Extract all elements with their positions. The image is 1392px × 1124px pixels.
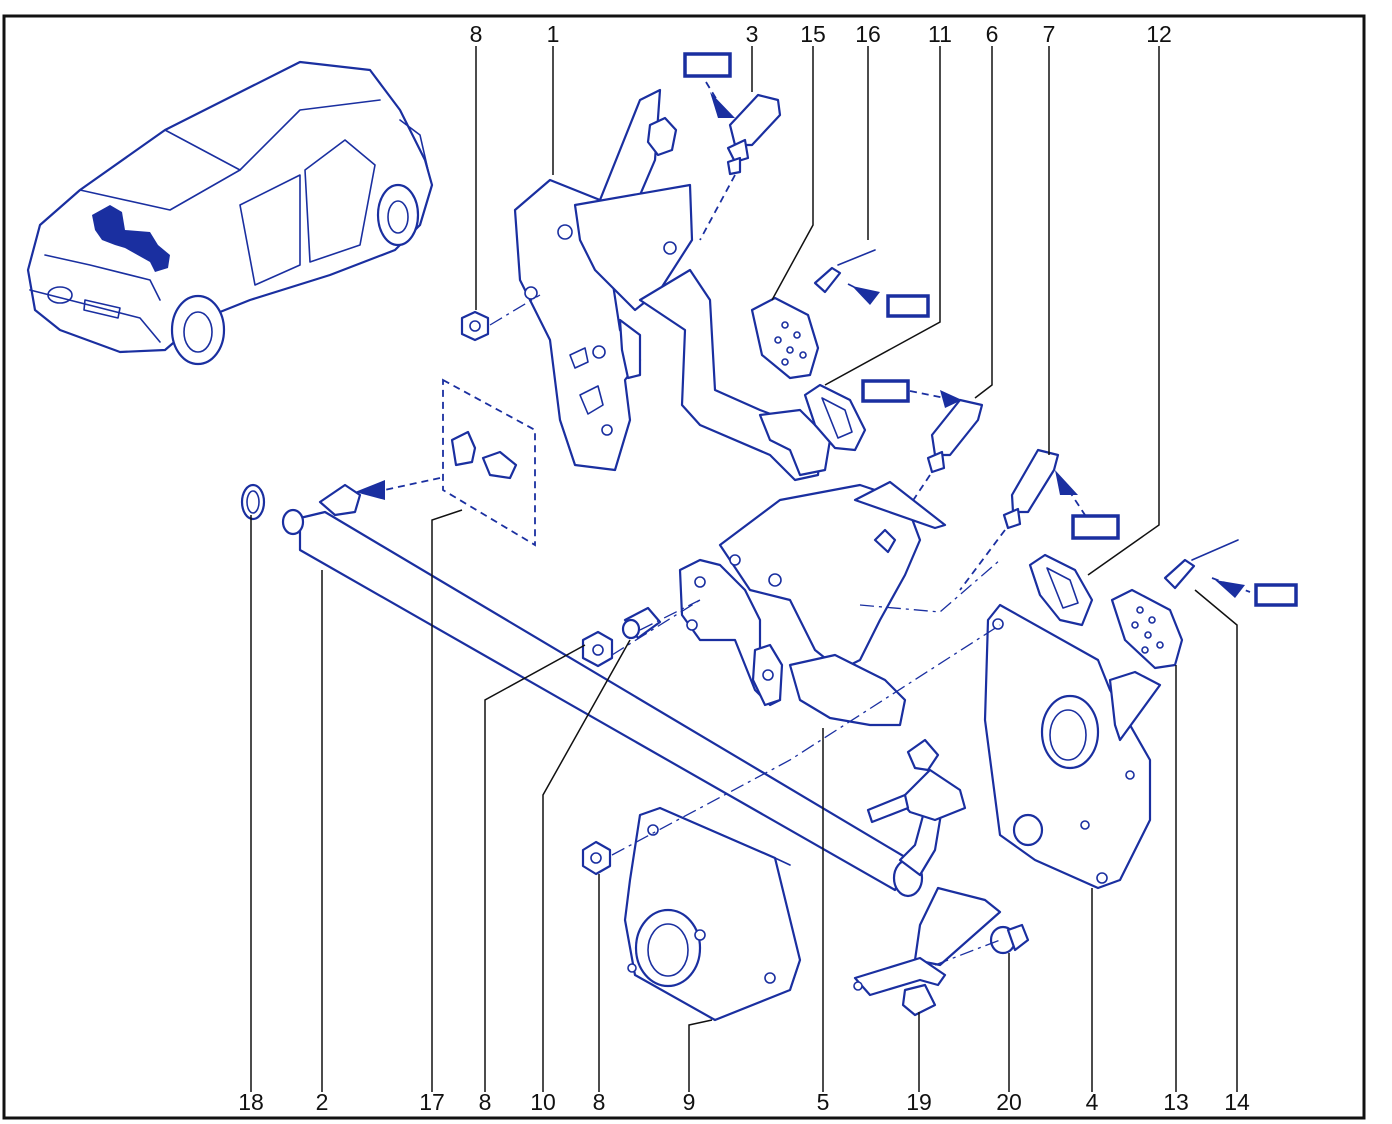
pedal-location-highlight	[92, 205, 170, 272]
callout-15: 15	[800, 21, 826, 47]
part-19-bracket	[853, 886, 1002, 1017]
callout-19: 19	[906, 1089, 932, 1115]
callout-6: 6	[986, 21, 999, 47]
part-13-pedal-pad	[1110, 588, 1184, 670]
part-8-nut-lower	[581, 840, 612, 876]
callout-8-right: 8	[593, 1089, 606, 1115]
part-15-pedal-pad	[750, 296, 820, 380]
callout-20: 20	[996, 1089, 1022, 1115]
part-8-nut-middle	[581, 630, 614, 668]
part-14-rivet	[1163, 539, 1298, 607]
callout-7: 7	[1043, 21, 1056, 47]
vehicle-locator-illustration	[26, 60, 434, 366]
callout-9: 9	[683, 1089, 696, 1115]
callout-14: 14	[1224, 1089, 1250, 1115]
part-9-housing	[623, 806, 802, 1022]
callout-3: 3	[746, 21, 759, 47]
part-3-pedal-switch	[683, 52, 782, 241]
callout-18: 18	[238, 1089, 264, 1115]
part-6-pedal-switch	[861, 379, 984, 521]
callout-16: 16	[855, 21, 881, 47]
part-17-detail-box	[355, 378, 536, 547]
callout-4: 4	[1086, 1089, 1099, 1115]
callout-2: 2	[316, 1089, 329, 1115]
part-5-pedal-bracket	[678, 480, 947, 727]
part-3-tag	[683, 52, 732, 78]
callout-5: 5	[817, 1089, 830, 1115]
callout-10: 10	[530, 1089, 556, 1115]
callout-11: 11	[928, 21, 952, 47]
callout-17: 17	[419, 1089, 445, 1115]
part-4-support-plate	[983, 603, 1162, 890]
part-16-rivet	[813, 249, 930, 318]
part-2-pedal-shaft	[281, 483, 967, 898]
callout-1: 1	[547, 21, 560, 47]
clutch-pedal-arm	[638, 268, 832, 482]
part-7-pedal-switch	[959, 448, 1120, 591]
callouts-top: 8 1 3 15 16 11 6 7 12	[470, 21, 1172, 47]
callouts-bottom: 18 2 17 8 10 8 9 5 19 20 4 13 14	[238, 1089, 1250, 1115]
part-18-circlip	[240, 483, 266, 521]
callout-12: 12	[1146, 21, 1172, 47]
callout-13: 13	[1163, 1089, 1189, 1115]
part-10-spacer	[621, 606, 662, 640]
leader-lines	[250, 46, 1238, 1092]
part-8-nut-upper	[460, 310, 490, 342]
part-11-pedal-rubber	[803, 383, 867, 452]
callout-8-left: 8	[479, 1089, 492, 1115]
part-1-pedal-bracket	[513, 88, 694, 472]
callout-8: 8	[470, 21, 483, 47]
part-12-pedal-rubber	[1028, 553, 1094, 627]
assembly-centerlines	[489, 294, 1001, 966]
part-20-flange-nut	[989, 923, 1030, 955]
